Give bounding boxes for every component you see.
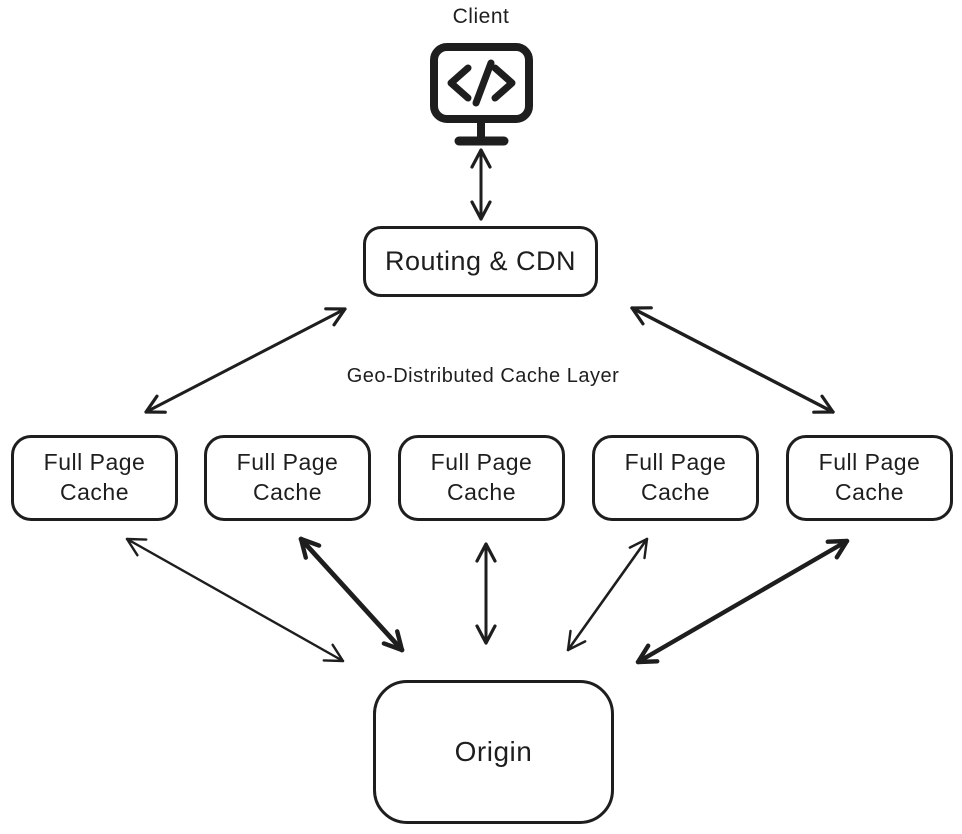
full-page-cache-node-1: Full Page Cache xyxy=(11,435,178,521)
full-page-cache-label: Full Page Cache xyxy=(818,449,921,505)
arrow-routing-cache-5 xyxy=(630,306,835,414)
client-monitor-icon xyxy=(430,43,533,146)
origin-node: Origin xyxy=(373,680,614,824)
full-page-cache-node-3: Full Page Cache xyxy=(398,435,565,521)
full-page-cache-label: Full Page Cache xyxy=(430,449,533,505)
arrow-cache-1-origin xyxy=(125,537,345,663)
client-label: Client xyxy=(452,5,510,28)
full-page-cache-node-2: Full Page Cache xyxy=(204,435,371,521)
code-icon xyxy=(447,59,516,107)
full-page-cache-node-5: Full Page Cache xyxy=(786,435,953,521)
full-page-cache-label: Full Page Cache xyxy=(43,449,146,505)
arrow-cache-4-origin xyxy=(566,537,649,652)
origin-label: Origin xyxy=(454,736,533,767)
arrow-cache-5-origin xyxy=(635,538,850,665)
full-page-cache-label: Full Page Cache xyxy=(236,449,339,505)
arrow-routing-cache-1 xyxy=(144,307,347,414)
arrow-cache-2-origin xyxy=(298,536,405,653)
full-page-cache-node-4: Full Page Cache xyxy=(592,435,759,521)
full-page-cache-label: Full Page Cache xyxy=(624,449,727,505)
routing-cdn-node: Routing & CDN xyxy=(363,226,598,297)
routing-cdn-label: Routing & CDN xyxy=(384,246,577,276)
cache-layer-caption: Geo-Distributed Cache Layer xyxy=(346,365,620,387)
